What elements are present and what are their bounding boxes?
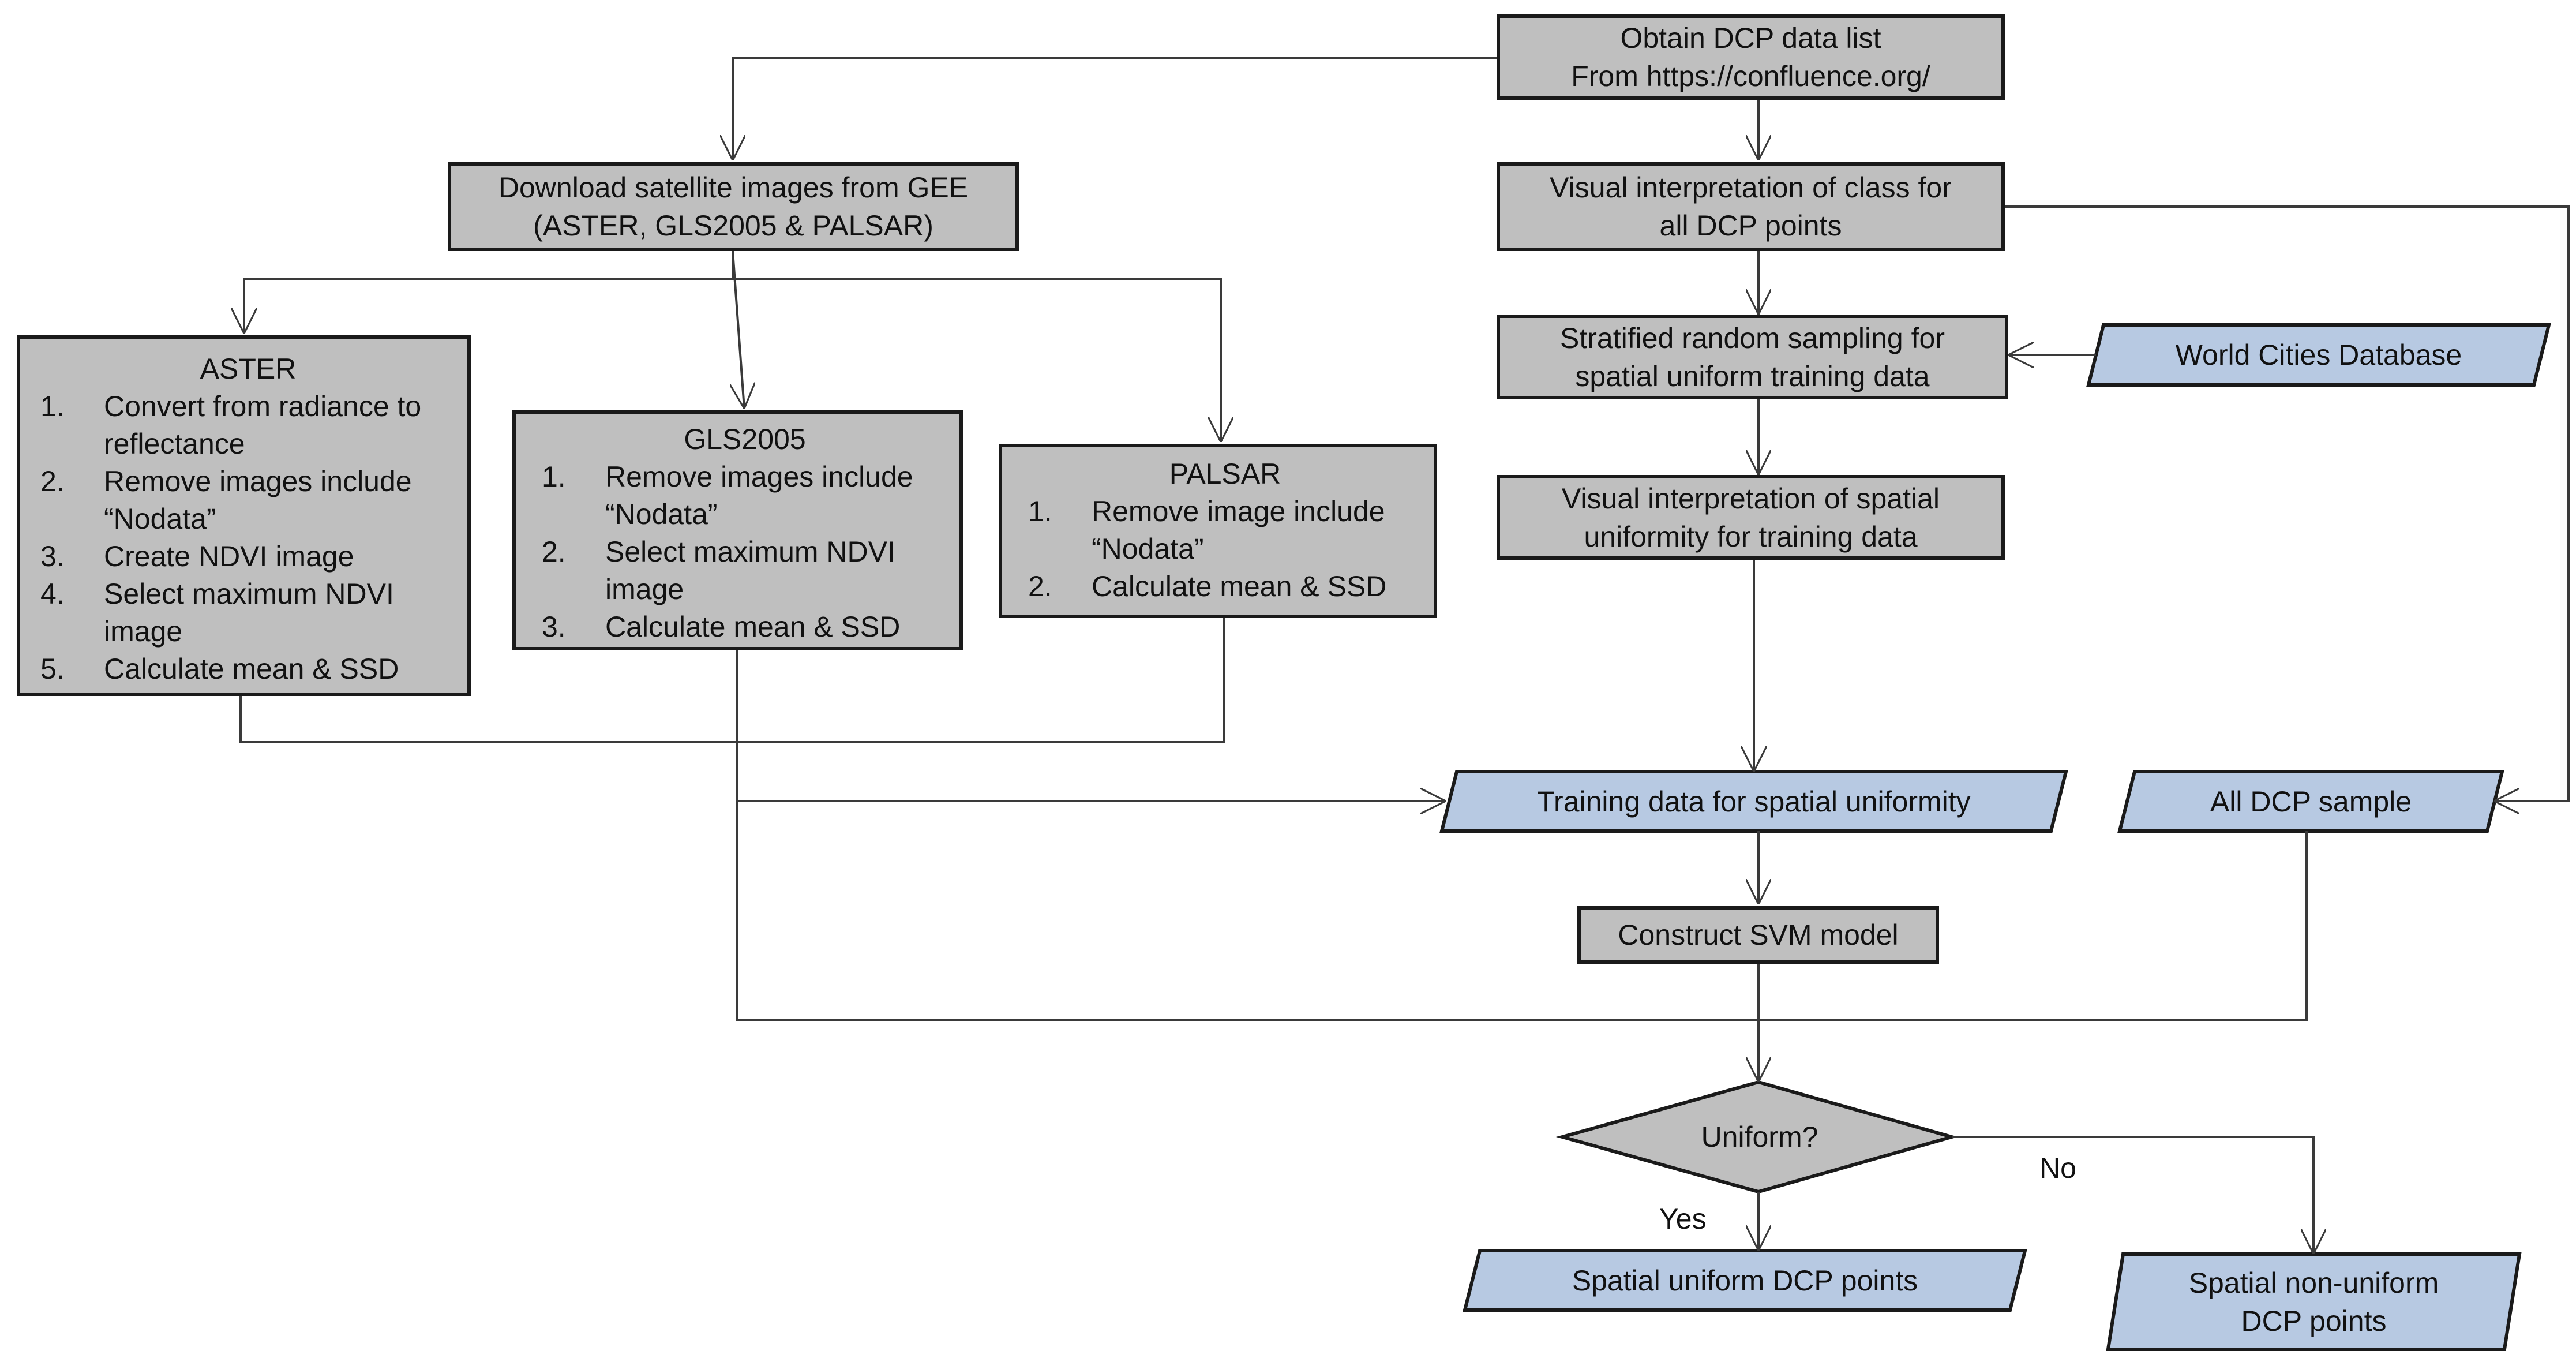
edge-download-to-palsar — [733, 278, 1221, 442]
obtain-dcp-line1: Obtain DCP data list — [1620, 22, 1881, 54]
gls2005-step-text: Remove images include “Nodata” — [605, 461, 913, 530]
aster-step: 2. Remove images include “Nodata” — [40, 463, 456, 538]
edge-label-yes: Yes — [1659, 1203, 1707, 1235]
gls2005-step-number: 3. — [542, 611, 566, 643]
aster-box: ASTER 1. Convert from radiance to reflec… — [17, 335, 471, 696]
world-cities-text: World Cities Database — [2175, 339, 2462, 371]
palsar-title: PALSAR — [1169, 458, 1281, 490]
edge-download-to-aster — [244, 251, 734, 334]
aster-step: 3. Create NDVI image — [40, 538, 456, 575]
aster-steps: 1. Convert from radiance to reflectance … — [40, 388, 456, 688]
uniform-points-label: Spatial uniform DCP points — [1480, 1251, 2010, 1310]
edge-obtain-to-download — [733, 57, 1497, 160]
edge-visual-class-to-all-dcp — [2005, 205, 2570, 801]
non-uniform-points-shape — [2106, 1252, 2522, 1351]
aster-step-text: Select maximum NDVI image — [104, 578, 394, 648]
aster-step-number: 4. — [40, 578, 65, 610]
aster-title: ASTER — [200, 353, 297, 385]
all-dcp-label: All DCP sample — [2135, 772, 2487, 831]
svm-label: Construct SVM model — [1618, 919, 1899, 951]
aster-step: 4. Select maximum NDVI image — [40, 575, 456, 650]
palsar-step-number: 1. — [1028, 495, 1052, 527]
world-cities-shape — [2086, 323, 2551, 387]
aster-step-text: Calculate mean & SSD — [104, 653, 399, 685]
world-cities-label: World Cities Database — [2103, 325, 2534, 385]
stratified-box: Stratified random sampling for spatial u… — [1497, 315, 2008, 399]
gls2005-step-number: 2. — [542, 536, 566, 568]
svm-box: Construct SVM model — [1577, 906, 1939, 964]
edge-label-no: No — [2039, 1152, 2076, 1184]
non-uniform-points-label: Spatial non-uniform DCP points — [2123, 1254, 2504, 1349]
gls2005-box: GLS2005 1. Remove images include “Nodata… — [512, 410, 963, 650]
palsar-step-text: Calculate mean & SSD — [1092, 570, 1387, 603]
palsar-box: PALSAR 1. Remove image include “Nodata” … — [999, 444, 1437, 618]
palsar-step-text: Remove image include “Nodata” — [1092, 495, 1385, 565]
uniform-points-shape — [1463, 1249, 2027, 1312]
gls2005-step: 2. Select maximum NDVI image — [542, 533, 948, 608]
visual-class-box: Visual interpretation of class for all D… — [1497, 162, 2005, 251]
non-uniform-points-line2: DCP points — [2241, 1304, 2387, 1337]
uniform-points-text: Spatial uniform DCP points — [1572, 1264, 1918, 1297]
all-dcp-text: All DCP sample — [2210, 785, 2412, 818]
aster-step: 1. Convert from radiance to reflectance — [40, 388, 456, 463]
aster-step-text: Convert from radiance to reflectance — [104, 390, 422, 460]
gls2005-step: 1. Remove images include “Nodata” — [542, 458, 948, 533]
gls2005-title: GLS2005 — [684, 423, 806, 455]
gls2005-steps: 1. Remove images include “Nodata” 2. Sel… — [542, 458, 948, 646]
palsar-steps: 1. Remove image include “Nodata” 2. Calc… — [1028, 493, 1422, 605]
download-line1: Download satellite images from GEE — [498, 171, 969, 204]
gls2005-step-text: Calculate mean & SSD — [605, 611, 901, 643]
decision-label: Uniform? — [1650, 1114, 1869, 1160]
all-dcp-shape — [2117, 770, 2504, 833]
gls2005-step-text: Select maximum NDVI image — [605, 536, 895, 605]
palsar-step-number: 2. — [1028, 570, 1052, 603]
stratified-line2: spatial uniform training data — [1575, 360, 1930, 392]
edge-gls2005-to-training — [736, 650, 1446, 801]
edge-download-to-gls2005 — [733, 250, 744, 409]
palsar-step: 2. Calculate mean & SSD — [1028, 568, 1422, 605]
edge-decision-no — [1952, 1136, 2313, 1254]
edge-aster-palsar-merge — [239, 618, 1225, 743]
training-data-shape — [1439, 770, 2068, 833]
aster-step: 5. Calculate mean & SSD — [40, 650, 456, 688]
visual-uniformity-line2: uniformity for training data — [1584, 520, 1918, 553]
visual-class-line1: Visual interpretation of class for — [1550, 171, 1952, 204]
aster-step-number: 1. — [40, 390, 65, 422]
stratified-line1: Stratified random sampling for — [1560, 321, 1945, 354]
non-uniform-points-line1: Spatial non-uniform — [2188, 1266, 2439, 1299]
visual-class-line2: all DCP points — [1659, 209, 1842, 242]
palsar-step: 1. Remove image include “Nodata” — [1028, 493, 1422, 568]
aster-step-text: Remove images include “Nodata” — [104, 465, 412, 535]
aster-step-text: Create NDVI image — [104, 540, 354, 573]
gls2005-step: 3. Calculate mean & SSD — [542, 608, 948, 646]
obtain-dcp-line2: From https://confluence.org/ — [1571, 60, 1930, 92]
aster-step-number: 5. — [40, 653, 65, 685]
visual-uniformity-box: Visual interpretation of spatial uniform… — [1497, 475, 2005, 560]
visual-uniformity-line1: Visual interpretation of spatial — [1561, 482, 1940, 515]
aster-step-number: 2. — [40, 465, 65, 497]
download-box: Download satellite images from GEE (ASTE… — [448, 162, 1019, 251]
edge-all-dcp-to-junction — [1758, 831, 2308, 1021]
training-data-text: Training data for spatial uniformity — [1537, 785, 1971, 818]
aster-step-number: 3. — [40, 540, 65, 573]
obtain-dcp-box: Obtain DCP data list From https://conflu… — [1497, 14, 2005, 100]
gls2005-step-number: 1. — [542, 461, 566, 493]
training-data-label: Training data for spatial uniformity — [1457, 772, 2051, 831]
download-line2: (ASTER, GLS2005 & PALSAR) — [533, 209, 933, 242]
decision-text: Uniform? — [1701, 1121, 1818, 1153]
edge-gls2005-to-junction — [736, 801, 1758, 1021]
